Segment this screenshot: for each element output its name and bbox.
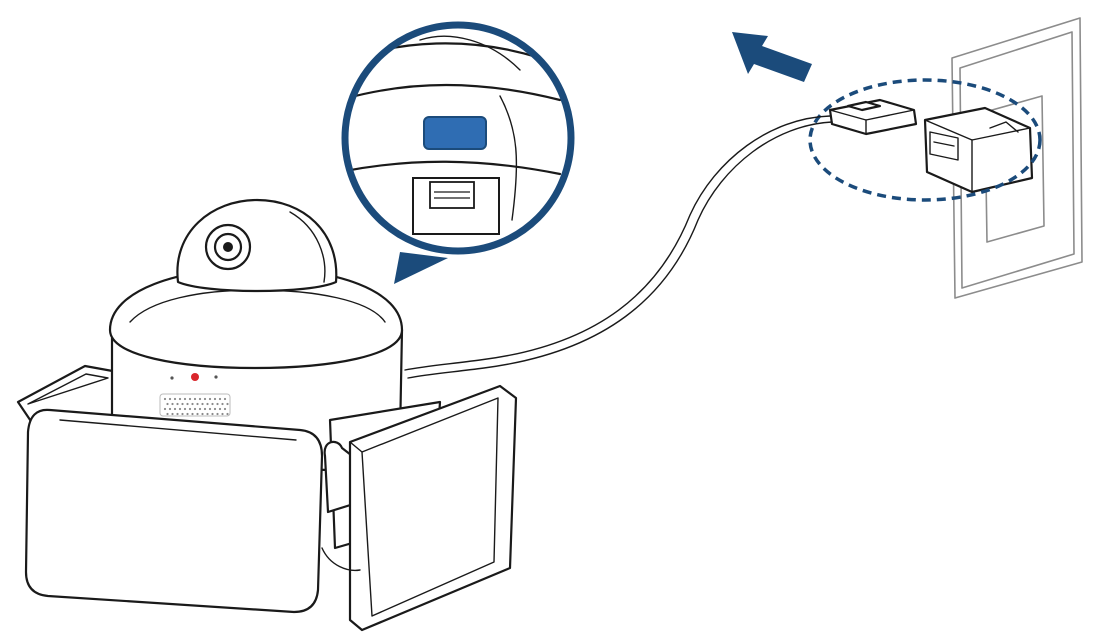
camera-device	[16, 198, 518, 632]
reset-button-icon	[423, 116, 487, 150]
highlight-ellipse	[808, 78, 1042, 202]
unplug-arrow-icon	[732, 32, 812, 82]
power-cable	[404, 115, 833, 379]
status-led	[191, 373, 199, 381]
zoom-callout	[341, 21, 575, 284]
usb-port-icon	[412, 177, 500, 235]
speaker-grille	[159, 393, 231, 417]
power-adapter	[923, 106, 1034, 194]
usb-plug	[828, 98, 918, 136]
